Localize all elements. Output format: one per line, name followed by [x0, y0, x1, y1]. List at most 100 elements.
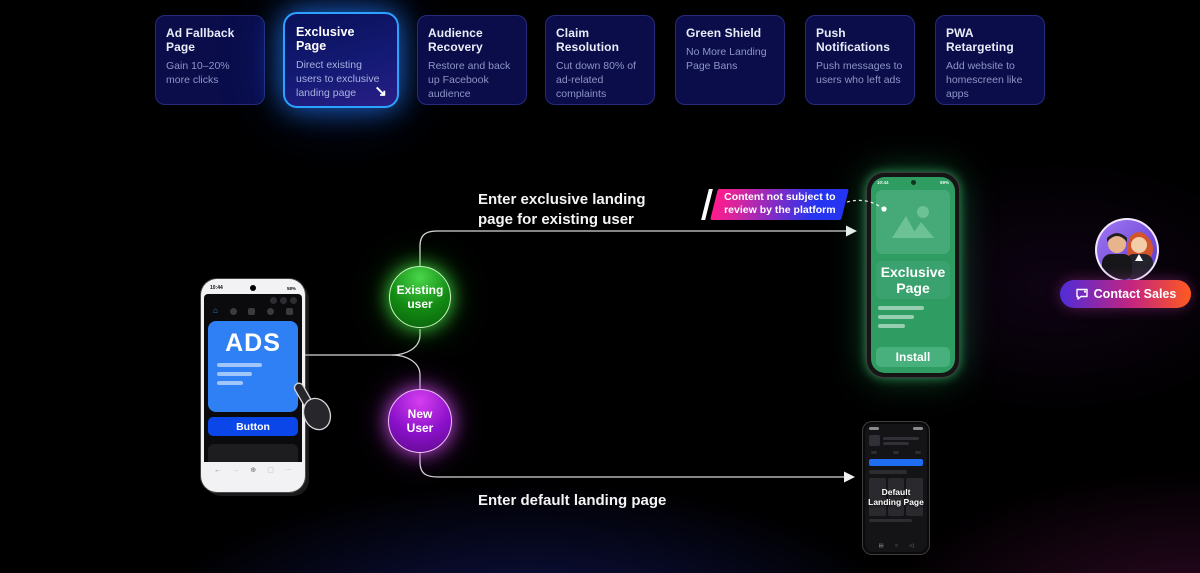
placeholder-line [869, 518, 913, 522]
phone-status-bar: 10:44 59% [871, 177, 955, 188]
feature-card-pwa-retargeting[interactable]: PWA Retargeting Add website to homescree… [935, 15, 1045, 105]
placeholder-line [878, 306, 925, 311]
placeholder-line [878, 315, 915, 320]
status-battery: 59% [939, 180, 949, 185]
home-icon: ○ [894, 543, 899, 550]
app-header-actions [204, 294, 302, 305]
placeholder-line [217, 381, 243, 385]
card-title: Audience Recovery [428, 26, 483, 54]
card-desc: Direct existing users to exclusive landi… [296, 59, 380, 99]
forward-icon: → [232, 466, 240, 474]
notifications-icon [285, 307, 293, 315]
exclusive-page-title: Exclusive Page [876, 261, 950, 300]
secondary-bar [869, 469, 907, 474]
exclusive-page-phone-mockup: 10:44 59% Exclusive Page Install [866, 172, 960, 378]
ad-card: ADS [208, 321, 298, 412]
feature-card-ad-fallback[interactable]: Ad Fallback Page Gain 10–20% more clicks [155, 15, 265, 105]
primary-action-bar [869, 458, 923, 466]
more-icon: ⋯ [285, 466, 292, 474]
phone-nav-bar: ▤ ○ ◁ [865, 542, 927, 552]
card-title: Green Shield [686, 26, 762, 40]
search-icon [280, 297, 287, 304]
new-user-node: New User [388, 389, 452, 453]
card-title: Ad Fallback Page [166, 26, 235, 54]
card-title: Push Notifications [816, 26, 890, 54]
feature-card-green-shield[interactable]: Green Shield No More Landing Page Bans [675, 15, 785, 105]
text-placeholder-lines [878, 306, 948, 329]
footer-lines [869, 518, 923, 522]
phone-screen: 10:44 59% Exclusive Page Install [871, 177, 955, 373]
contact-sales-button[interactable]: Contact Sales [1060, 280, 1191, 308]
badge-text: Content not subject to review by the pla… [723, 191, 836, 217]
grid-cell [887, 477, 905, 516]
status-decor [913, 427, 923, 430]
badge-slash-decor [701, 189, 713, 220]
card-desc: No More Landing Page Bans [686, 46, 767, 72]
ad-title: ADS [225, 329, 281, 357]
hand-cursor-icon [293, 382, 332, 431]
camera-punch-hole [910, 180, 916, 185]
placeholder-line [883, 441, 909, 445]
existing-user-node: Existing user [389, 266, 451, 328]
placeholder-line [878, 324, 905, 329]
profile-row [869, 434, 923, 446]
card-desc: Restore and back up Facebook audience [428, 60, 511, 100]
marketplace-icon [267, 307, 275, 315]
placeholder-line [883, 436, 919, 440]
grid-cell [869, 477, 886, 516]
home-icon: ⌂ [213, 306, 218, 315]
friends-icon [248, 307, 256, 315]
card-desc: Gain 10–20% more clicks [166, 60, 230, 86]
default-page-phone-mockup: Default Landing Page ▤ ○ ◁ [862, 421, 930, 555]
chat-icon [1075, 288, 1088, 300]
card-desc: Push messages to users who left ads [816, 60, 903, 86]
ad-cta-button: Button [208, 417, 298, 436]
grid-cell [906, 477, 924, 516]
icons-row [869, 450, 923, 454]
bottom-path-label: Enter default landing page [478, 492, 667, 509]
phone-screen: Default Landing Page ▤ ○ ◁ [865, 424, 927, 552]
feature-card-exclusive-page[interactable]: Exclusive Page Direct existing users to … [283, 12, 399, 108]
camera-punch-hole [250, 285, 256, 291]
card-title: Exclusive Page [296, 25, 355, 53]
placeholder-icon [915, 450, 921, 454]
phone-screen: ⌂ ADS Button [204, 294, 302, 462]
content-grid: Default Landing Page [868, 477, 924, 516]
placeholder-line [217, 372, 252, 376]
avatar-placeholder [869, 434, 880, 446]
post-placeholder-card [208, 444, 298, 462]
no-review-badge: Content not subject to review by the pla… [701, 189, 849, 220]
feature-card-push-notifications[interactable]: Push Notifications Push messages to user… [805, 15, 915, 105]
phone-status-bar: 10:44 58% [204, 282, 302, 294]
tabs-icon: ▢ [267, 466, 274, 474]
contact-sales-label: Contact Sales [1093, 287, 1177, 301]
status-time: 10:44 [877, 180, 889, 185]
status-decor [869, 427, 879, 430]
diagonal-arrow-icon: ↘ [374, 83, 387, 100]
ads-phone-mockup: 10:44 58% ⌂ ADS Button [201, 279, 305, 492]
image-placeholder [876, 190, 950, 254]
text-placeholder-lines [883, 435, 923, 445]
placeholder-line [217, 363, 262, 367]
feature-card-claim-resolution[interactable]: Claim Resolution Cut down 80% of ad-rela… [545, 15, 655, 105]
arrowhead-bottom [844, 471, 855, 483]
arrowhead-top [846, 225, 857, 237]
image-icon [892, 206, 934, 238]
card-desc: Add website to homescreen like apps [946, 60, 1023, 100]
recents-icon: ▤ [878, 543, 884, 550]
install-button: Install [876, 347, 950, 367]
menu-icon [290, 297, 297, 304]
card-desc: Cut down 80% of ad-related complaints [556, 60, 636, 100]
watch-icon [229, 307, 237, 315]
sales-team-avatar[interactable] [1094, 217, 1160, 283]
status-battery: 58% [286, 285, 296, 291]
feature-cards-row: Ad Fallback Page Gain 10–20% more clicks… [155, 12, 1055, 110]
phone-status-bar [869, 427, 923, 430]
status-time: 10:44 [210, 285, 223, 291]
card-title: Claim Resolution [556, 26, 619, 54]
top-path-label: Enter exclusive landing page for existin… [478, 191, 646, 228]
new-tab-icon: ⊕ [250, 466, 257, 474]
back-icon: ◁ [909, 543, 914, 550]
feature-card-audience-recovery[interactable]: Audience Recovery Restore and back up Fa… [417, 15, 527, 105]
